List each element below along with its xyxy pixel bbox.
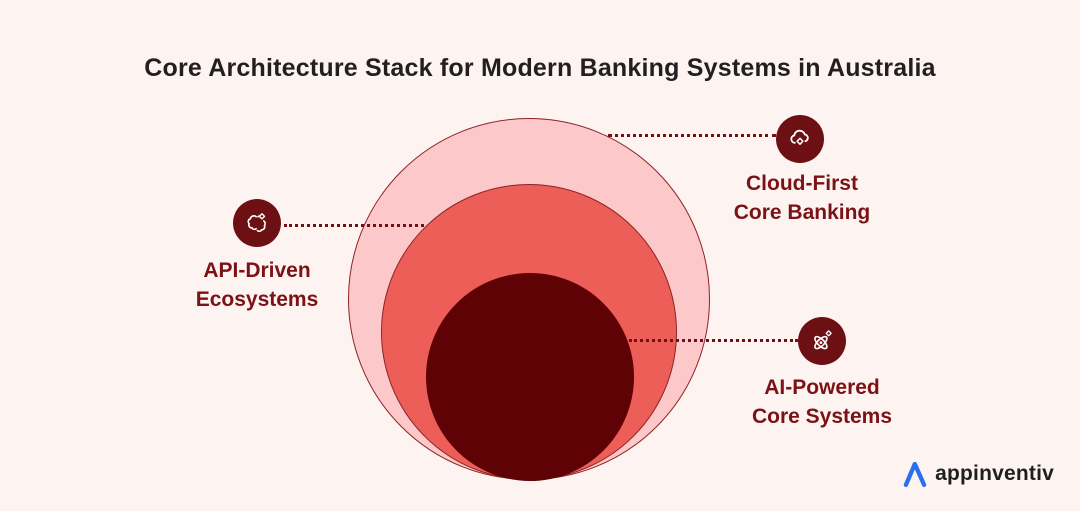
brain-sparkle-icon bbox=[233, 199, 281, 247]
label-line: API-Driven bbox=[203, 259, 311, 282]
label-ai-powered-core-systems: AI-Powered Core Systems bbox=[702, 373, 942, 431]
appinventiv-logo: appinventiv bbox=[902, 459, 1054, 489]
label-line: Core Systems bbox=[751, 405, 893, 428]
cloud-sparkle-icon bbox=[776, 115, 824, 163]
label-line: AI-Powered bbox=[764, 376, 880, 399]
brain-icon bbox=[247, 213, 266, 233]
ring-ai-powered-core-systems bbox=[426, 273, 634, 481]
label-line: Core Banking bbox=[733, 201, 871, 224]
label-line: Cloud-First bbox=[746, 172, 858, 195]
label-line: Ecosystems bbox=[195, 288, 319, 311]
atom-sparkle-icon bbox=[798, 317, 846, 365]
label-api-driven-ecosystems: API-Driven Ecosystems bbox=[137, 256, 377, 314]
appinventiv-logo-text: appinventiv bbox=[935, 462, 1054, 485]
page-title: Core Architecture Stack for Modern Banki… bbox=[144, 54, 936, 82]
connector-api-driven bbox=[284, 224, 424, 227]
label-cloud-first-core-banking: Cloud-First Core Banking bbox=[682, 169, 922, 227]
connector-cloud-first bbox=[608, 134, 776, 137]
connector-ai-powered bbox=[629, 339, 798, 342]
atom-icon bbox=[814, 330, 832, 350]
appinventiv-logo-icon bbox=[903, 461, 927, 487]
cloud-icon bbox=[790, 129, 809, 145]
